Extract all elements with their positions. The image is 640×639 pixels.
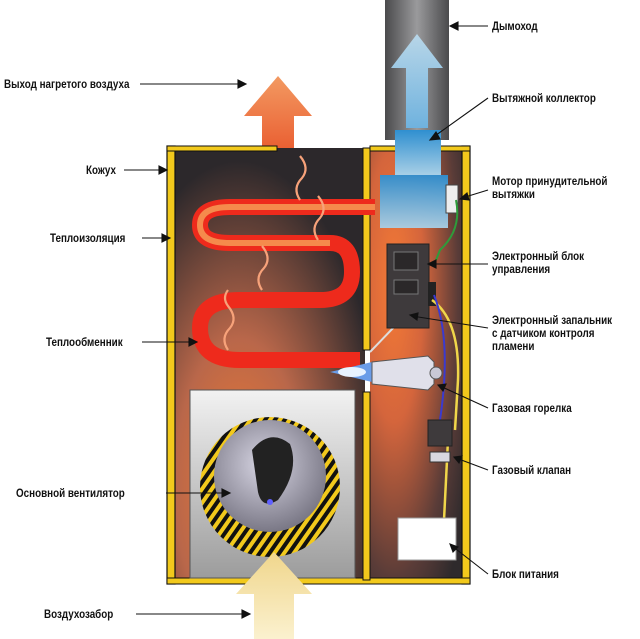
flame-core xyxy=(338,367,366,377)
label-insulation: Теплоизоляция xyxy=(50,231,126,245)
label-casing: Кожух xyxy=(86,163,116,177)
label-igniter: Электронный запальник с датчиком контрол… xyxy=(492,314,612,353)
control-unit-plug xyxy=(428,282,436,306)
power-supply xyxy=(397,517,457,561)
hot-air-arrow xyxy=(244,76,312,162)
label-igniter-line-2: с датчиком контроля xyxy=(492,326,595,340)
partition-lower xyxy=(362,391,371,581)
leader-lines xyxy=(124,21,489,619)
label-control-unit: Электронный блок управления xyxy=(492,250,584,276)
label-gas-burner: Газовая горелка xyxy=(492,401,572,415)
wire-green xyxy=(435,199,459,261)
control-unit-slot-1 xyxy=(393,251,419,271)
wire-blue xyxy=(433,294,446,421)
label-hot-air-outlet: Выход нагретого воздуха xyxy=(4,77,130,91)
burner-nozzle xyxy=(429,366,443,380)
label-chimney: Дымоход xyxy=(492,19,538,33)
label-air-intake: Воздухозабор xyxy=(44,607,114,621)
label-igniter-line-3: пламени xyxy=(492,339,535,353)
motor-connector xyxy=(445,184,459,214)
label-main-fan: Основной вентилятор xyxy=(16,486,125,500)
control-unit-slot-2 xyxy=(393,279,419,295)
casing-right-wall xyxy=(461,145,471,585)
label-heat-exchanger: Теплообменник xyxy=(46,335,123,349)
casing-left-wall xyxy=(166,145,176,585)
label-igniter-line-1: Электронный запальник xyxy=(492,313,613,327)
heat-waves xyxy=(223,155,325,351)
igniter-rod xyxy=(369,325,396,353)
label-control-unit-line-1: Электронный блок xyxy=(492,249,585,263)
label-gas-valve: Газовый клапан xyxy=(492,463,572,477)
casing-top-left xyxy=(166,145,278,152)
gas-valve-port xyxy=(429,451,451,463)
air-intake-arrow xyxy=(236,552,312,639)
label-exhaust-motor-line-2: вытяжки xyxy=(492,187,535,201)
label-exhaust-motor: Мотор принудительной вытяжки xyxy=(492,175,607,201)
label-power-supply: Блок питания xyxy=(492,567,559,581)
label-exhaust-motor-line-1: Мотор принудительной xyxy=(492,174,608,188)
heat-exchanger-highlight xyxy=(196,204,375,246)
gas-burner xyxy=(371,355,435,391)
exhaust-arrow xyxy=(391,34,443,128)
exhaust-motor xyxy=(380,175,448,228)
fan-axle xyxy=(267,499,273,505)
partition-upper xyxy=(362,147,371,351)
label-control-unit-line-2: управления xyxy=(492,262,551,276)
gas-valve xyxy=(427,419,453,447)
label-exhaust-collector: Вытяжной коллектор xyxy=(492,91,596,105)
casing-bottom xyxy=(166,577,471,585)
fan-hub xyxy=(252,437,294,504)
